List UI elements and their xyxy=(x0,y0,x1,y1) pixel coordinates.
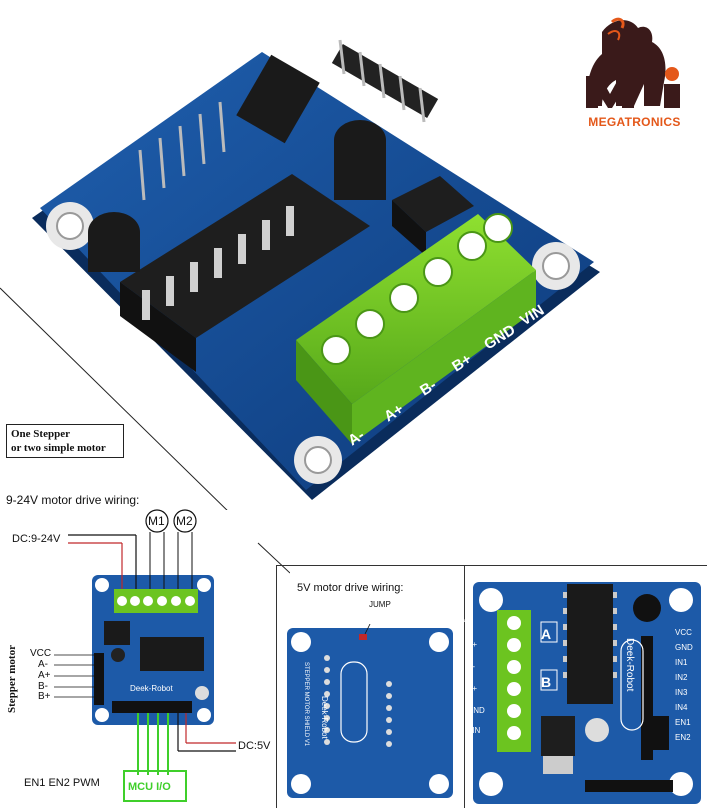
callout-line1: One Stepper xyxy=(11,428,70,440)
wiring-9-24v-diagram: M1 M2 DC:9-24V DC:5V Deek-Robot VCC A- A… xyxy=(0,505,291,805)
callout-line2: or two simple motor xyxy=(11,442,106,454)
pinout-left-a-plus: A+ xyxy=(467,640,478,649)
main-board-photo: A- A+ B- B+ GND VIN xyxy=(0,39,600,565)
mcu-io-label: MCU I/O xyxy=(128,781,171,793)
pinout-board-panel: A- A+ B- B+ GND VIN A B Deek-Robot VCC G… xyxy=(458,565,707,808)
dc-in-label: DC:9-24V xyxy=(12,533,61,545)
motor2-label: M2 xyxy=(176,514,193,528)
wiring-5v-panel: 5V motor drive wiring: JUMP Deek-Robot S… xyxy=(276,565,464,808)
dc-out-label: DC:5V xyxy=(238,740,271,752)
callout-box: One Stepper or two simple motor xyxy=(6,424,124,458)
pinout-left-b-plus: B+ xyxy=(467,684,478,693)
pinout-marker-a: A xyxy=(541,626,552,642)
brand-logo: MEGATRONICS Mi xyxy=(572,14,697,132)
pinout-right-gnd: GND xyxy=(675,643,693,652)
pinout-board-text: Deek-Robot xyxy=(624,638,635,692)
pinout-marker-b: B xyxy=(541,674,552,690)
wiring-5v-title: 5V motor drive wiring: xyxy=(297,582,404,594)
side-text-5v: STEPPER MOTOR SHIELD V1 xyxy=(303,662,309,747)
main-board-label-a-minus: A- xyxy=(345,427,367,450)
pinout-right-vcc: VCC xyxy=(675,628,692,637)
pin-label-a-minus: A- xyxy=(38,659,48,670)
pinout-right-in2: IN2 xyxy=(675,673,688,682)
pinout-right-en2: EN2 xyxy=(675,733,691,742)
brand-name: MEGATRONICS xyxy=(588,115,681,129)
pinout-right-in3: IN3 xyxy=(675,688,688,697)
pinout-right-en1: EN1 xyxy=(675,718,691,727)
pin-label-b-minus: B- xyxy=(38,681,48,692)
pinout-left-b-minus: B- xyxy=(467,662,475,671)
stepper-motor-label: Stepper motor xyxy=(5,645,18,713)
brand-mark-icon xyxy=(586,17,680,108)
wiring-9-24v-title: 9-24V motor drive wiring: xyxy=(6,493,140,507)
pinout-left-a-minus: A- xyxy=(458,618,467,626)
pin-label-b-plus: B+ xyxy=(38,691,51,702)
pinout-left-vin: VIN xyxy=(467,726,481,735)
pin-label-vcc: VCC xyxy=(30,648,52,659)
pin-label-a-plus: A+ xyxy=(38,670,51,681)
board-text-9-24v: Deek-Robot xyxy=(130,684,173,693)
board-back-view xyxy=(287,624,453,798)
enable-label: EN1 EN2 PWM xyxy=(24,777,100,789)
jumper-label: JUMP xyxy=(369,600,391,609)
motor1-label: M1 xyxy=(148,514,165,528)
pinout-left-gnd: GND xyxy=(467,706,485,715)
main-board-label-b-minus: B- xyxy=(417,377,439,400)
board-text-5v: Deek-Robot xyxy=(320,696,329,739)
pinout-right-in1: IN1 xyxy=(675,658,688,667)
pinout-right-in4: IN4 xyxy=(675,703,688,712)
